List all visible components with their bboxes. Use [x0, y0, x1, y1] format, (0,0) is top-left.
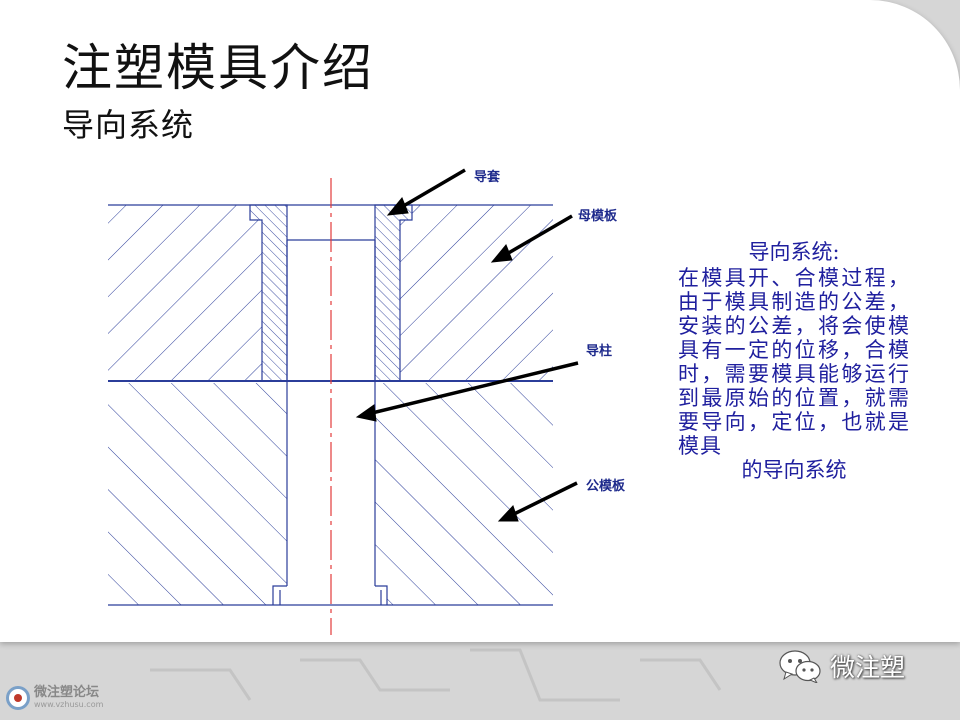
forum-url: www.vzhusu.com [34, 700, 104, 709]
wechat-watermark: 微注塑 [778, 648, 905, 684]
forum-name: 微注塑论坛 [34, 685, 100, 700]
slide-title: 注塑模具介绍 [62, 39, 374, 97]
wechat-icon [779, 650, 821, 683]
label-guide-bushing: 导套 [474, 170, 501, 185]
guide-bushing [249, 204, 413, 382]
slide-subtitle: 导向系统 [62, 106, 195, 144]
label-core-plate: 公模板 [586, 479, 626, 494]
description-tail: 的导向系统 [741, 458, 847, 482]
description-box: 导向系统: 在模具开、合模过程，由于模具制造的公差，安装的公差，将会使模具有一定… [678, 240, 910, 482]
forum-logo-icon [6, 686, 30, 710]
wechat-account-name: 微注塑 [830, 653, 906, 682]
leader-arrows [355, 168, 579, 522]
description-heading: 导向系统: [748, 240, 840, 264]
description-body: 在模具开、合模过程，由于模具制造的公差，安装的公差，将会使模具有一定的位移，合模… [678, 266, 910, 458]
label-guide-pin: 导柱 [586, 344, 613, 359]
label-cavity-plate: 母模板 [578, 209, 618, 224]
forum-watermark: 微注塑论坛 www.vzhusu.com [6, 686, 103, 710]
